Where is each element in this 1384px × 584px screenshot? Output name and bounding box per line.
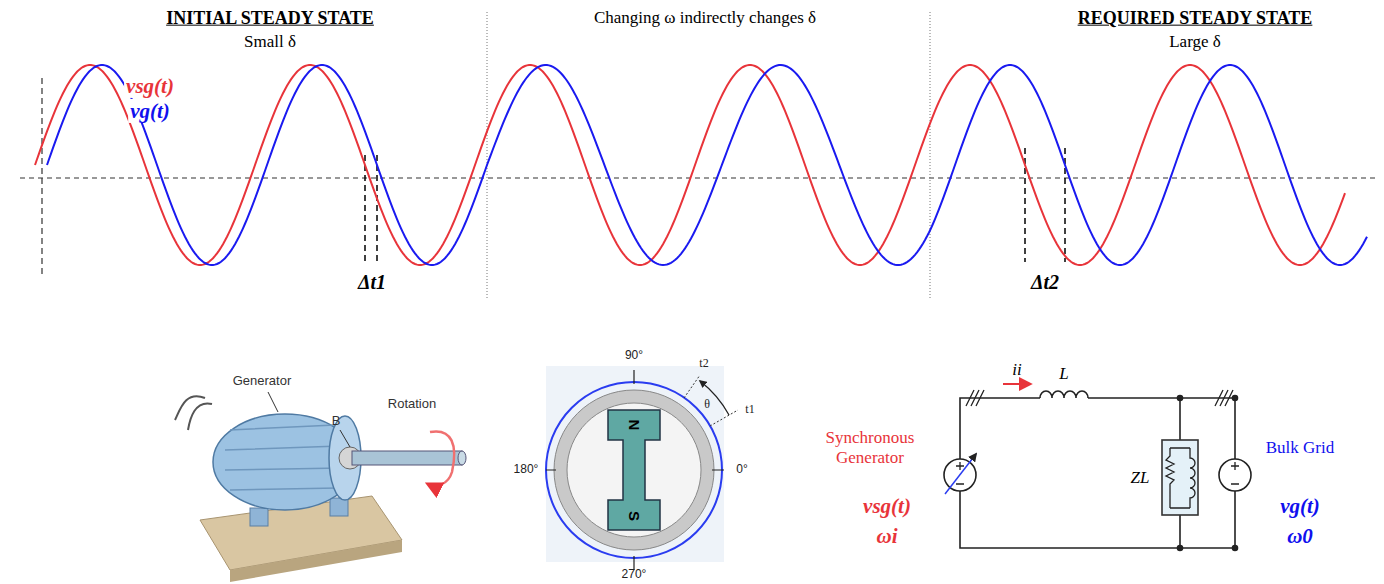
section-heading: INITIAL STEADY STATE: [166, 8, 374, 29]
frequency-label: ωi: [874, 524, 899, 548]
variable-arrow: [945, 454, 976, 494]
rotor-diagram: [546, 366, 738, 570]
pole-label: N: [625, 420, 642, 431]
angle-ticks: [546, 370, 724, 570]
three-phase-mark: [1215, 390, 1233, 406]
section-divider: [930, 12, 931, 300]
source-polarity: [1231, 462, 1239, 484]
junction: [1178, 396, 1183, 401]
angle-label: 180°: [514, 463, 539, 477]
source-name: Bulk Grid: [1266, 438, 1334, 458]
delta-t-marker: [364, 155, 366, 262]
base-plate-edge: [230, 540, 402, 582]
time-origin: [41, 78, 42, 278]
angle-label: 0°: [736, 463, 747, 477]
shaft-end: [458, 451, 466, 465]
shaft: [352, 451, 462, 465]
delta-t-marker: [376, 155, 378, 262]
current-label: ii: [1012, 360, 1021, 380]
generator-illustration: [175, 392, 466, 582]
section-heading: Changing ω indirectly changes δ: [594, 8, 816, 28]
cooling-ribs: [225, 425, 342, 490]
wave-guides: [20, 12, 1375, 300]
cable: [175, 396, 205, 420]
component-label: L: [1059, 364, 1068, 384]
junction: [1178, 546, 1183, 551]
section-divider: [487, 12, 488, 300]
cable: [188, 403, 212, 430]
part-name: B: [332, 414, 341, 429]
part-name: Rotation: [388, 397, 436, 412]
circuit-schematic: [944, 384, 1251, 551]
source-polarity: [956, 462, 964, 484]
signal-name: vsg(t): [124, 74, 176, 98]
wire: [960, 398, 1040, 459]
three-phase-mark: [966, 390, 984, 406]
load-elements: [1166, 448, 1195, 508]
load-impedance: [1162, 440, 1198, 515]
time-ray: [684, 375, 700, 398]
grid-waveform: [47, 65, 1367, 265]
angle-label: θ: [704, 398, 710, 412]
zero-axis: [20, 177, 1375, 178]
waveforms: [35, 65, 1367, 265]
current-arrow: [1003, 383, 1030, 385]
theta-arc: [700, 381, 729, 415]
inductor-symbol: [1040, 391, 1088, 398]
pole-label: S: [625, 511, 642, 521]
angle-label: 90°: [625, 349, 643, 363]
panel-ground: [546, 366, 724, 562]
time-shift-label: Δt1: [358, 271, 386, 294]
leader-line: [268, 392, 278, 412]
frequency-label: ω0: [1285, 524, 1315, 548]
leader-line: [340, 430, 350, 447]
terminal: [1233, 396, 1238, 401]
section-subheading: Large δ: [1169, 32, 1221, 52]
section-heading: REQUIRED STEADY STATE: [1078, 8, 1313, 29]
time-shift-label: Δt2: [1031, 271, 1059, 294]
signal-name: vg(t): [1278, 494, 1322, 518]
stator-ring: [554, 390, 714, 550]
rotor: [608, 410, 660, 530]
part-name: Generator: [233, 374, 292, 389]
foot: [250, 508, 268, 526]
terminal: [1233, 546, 1238, 551]
air-gap: [567, 403, 701, 537]
angle-label: 270°: [622, 568, 647, 582]
time-ray: [710, 410, 738, 426]
component-label: ZL: [1131, 468, 1150, 488]
signal-name: vg(t): [128, 99, 172, 123]
source-name: Synchronous Generator: [814, 428, 926, 467]
time-label: t2: [699, 357, 708, 371]
section-subheading: Small δ: [244, 32, 296, 52]
signal-name: vsg(t): [861, 494, 913, 518]
grid-source: [1219, 459, 1251, 491]
stator-circle: [546, 382, 722, 558]
time-label: t1: [745, 403, 754, 417]
rotation-arrow: [428, 431, 454, 485]
